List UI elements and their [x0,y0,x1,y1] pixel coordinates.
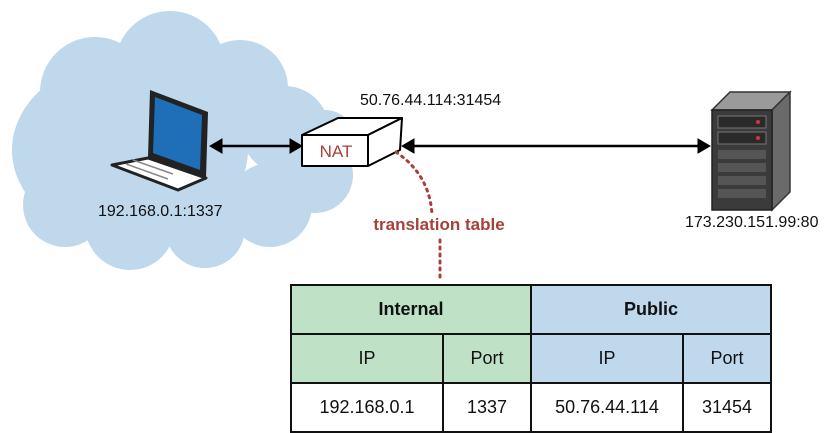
cell-public-ip: 50.76.44.114 [530,382,684,433]
translation-table: Internal Public IP Port IP Port 192.168.… [290,284,772,433]
column-public-ip: IP [530,333,684,384]
arrow-nat-server [401,138,711,154]
nat-diagram [12,11,792,284]
laptop-icon [110,90,208,192]
column-internal-ip: IP [290,333,444,384]
cell-public-port: 31454 [682,382,772,433]
cell-internal-ip: 192.168.0.1 [290,382,444,433]
header-internal: Internal [290,284,532,335]
nat-label: NAT [319,142,353,161]
cell-internal-port: 1337 [442,382,532,433]
laptop-address-label: 192.168.0.1:1337 [98,203,223,220]
column-public-port: Port [682,333,772,384]
arrow-laptop-nat [209,138,303,154]
column-internal-port: Port [442,333,532,384]
translation-table-label: translation table [364,214,514,236]
nat-box-icon [301,117,403,167]
nat-public-address-label: 50.76.44.114:31454 [360,92,502,109]
table-row: 192.168.0.1 1337 50.76.44.114 31454 [290,382,772,433]
server-icon [710,90,792,212]
dotted-connector [394,150,434,217]
server-address-label: 173.230.151.99:80 [685,214,819,231]
header-public: Public [530,284,772,335]
